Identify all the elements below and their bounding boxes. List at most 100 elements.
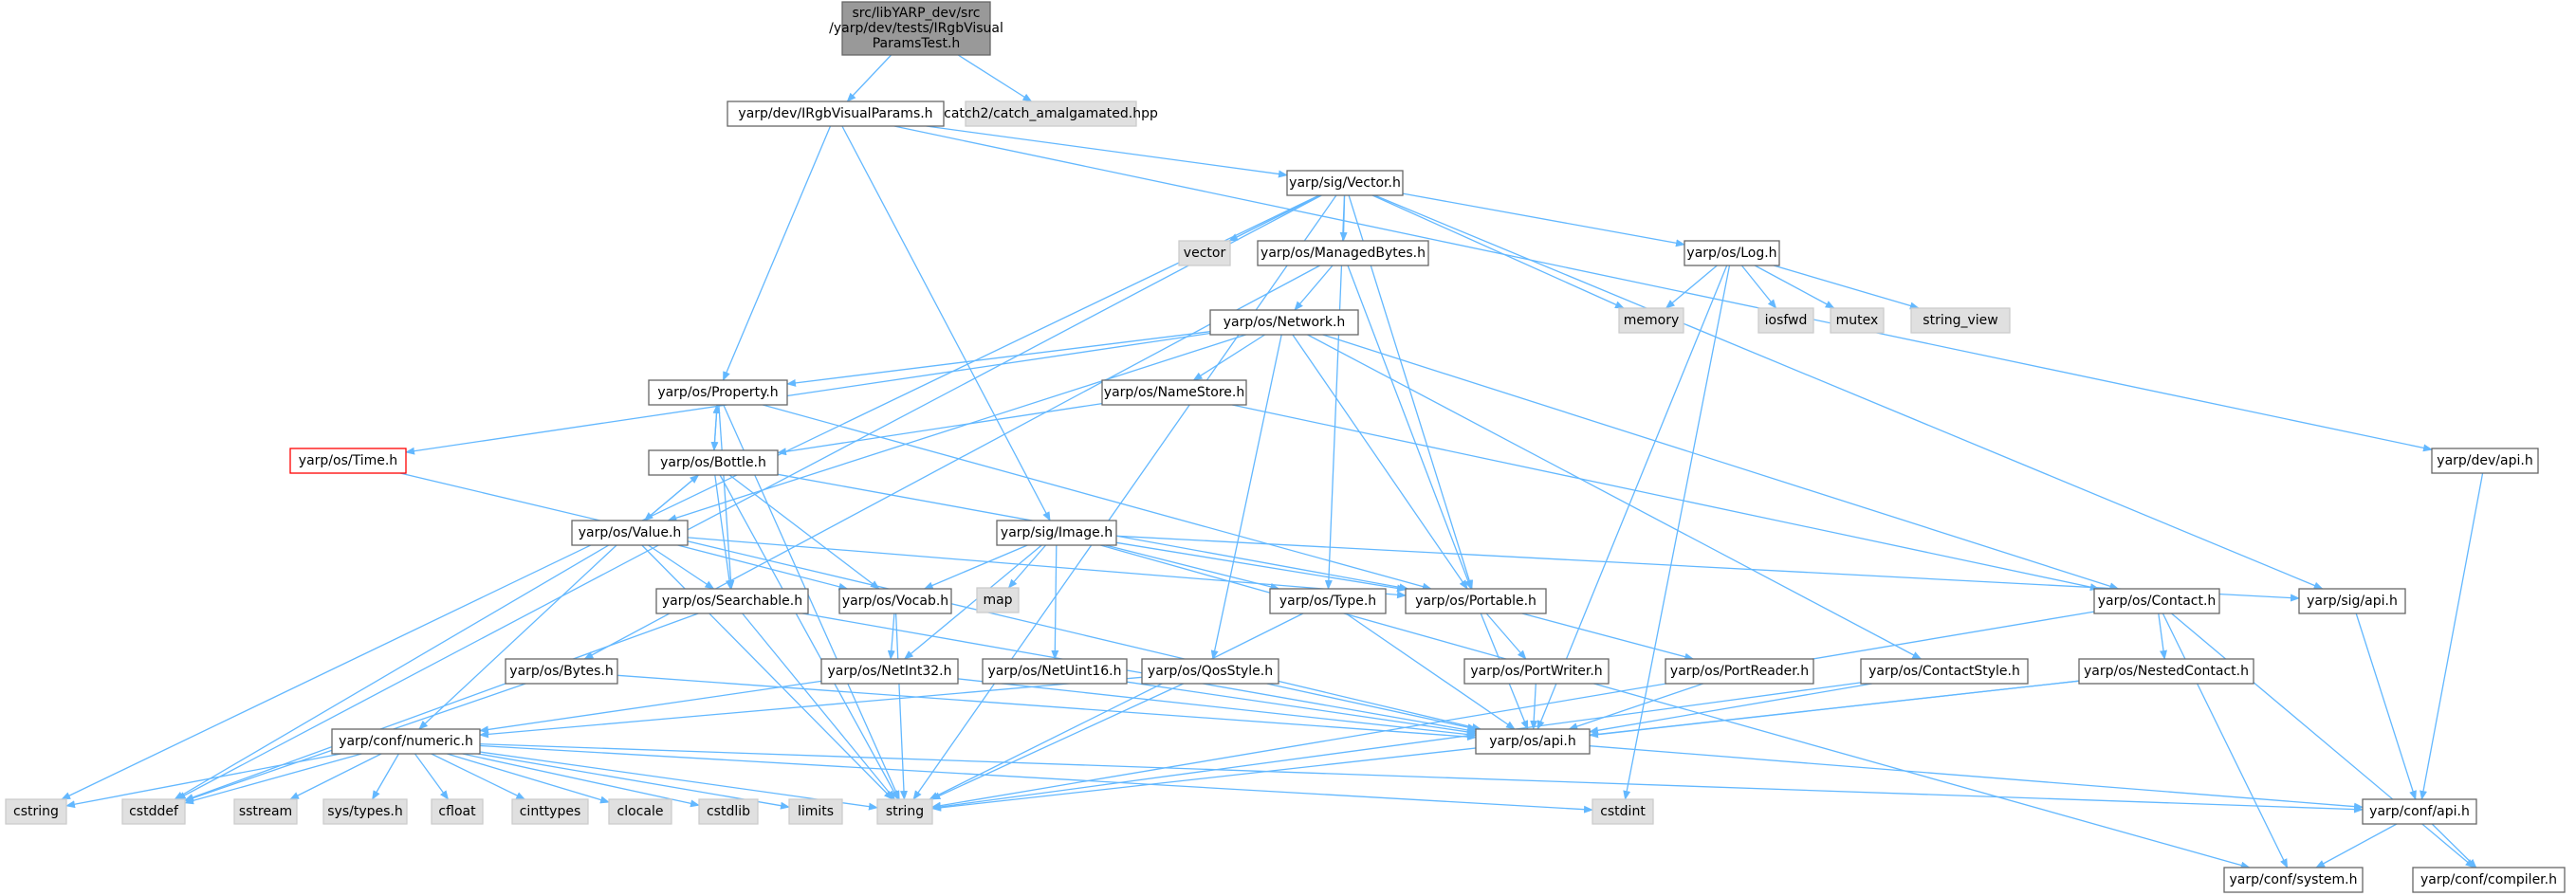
node-box <box>648 379 788 406</box>
edge-network-to-contact <box>1322 334 2120 591</box>
node-label: cstddef <box>129 804 179 819</box>
graph-node-nestedcontact[interactable]: yarp/os/NestedContact.h <box>2078 658 2254 685</box>
edge-vector_h-to-log <box>1402 192 1685 247</box>
node-box <box>1860 658 2029 685</box>
node-box <box>2078 658 2254 685</box>
edge-confapi-to-compiler <box>2431 823 2477 869</box>
graph-node-vector[interactable]: vector <box>1178 240 1231 266</box>
graph-node-portreader[interactable]: yarp/os/PortReader.h <box>1665 658 1814 685</box>
graph-node-clocale[interactable]: clocale <box>608 798 672 825</box>
node-label: yarp/os/Vocab.h <box>842 594 948 609</box>
graph-node-bottle[interactable]: yarp/os/Bottle.h <box>648 449 779 476</box>
graph-node-portable[interactable]: yarp/os/Portable.h <box>1405 588 1547 614</box>
graph-node-cstring[interactable]: cstring <box>5 798 67 825</box>
graph-node-contact[interactable]: yarp/os/Contact.h <box>2093 588 2220 614</box>
edge-irgb-to-image <box>841 125 1051 521</box>
graph-node-portwriter[interactable]: yarp/os/PortWriter.h <box>1463 658 1610 685</box>
graph-node-cfloat[interactable]: cfloat <box>431 798 484 825</box>
graph-node-netuint16[interactable]: yarp/os/NetUint16.h <box>982 658 1128 685</box>
graph-node-log[interactable]: yarp/os/Log.h <box>1684 240 1780 266</box>
edge-namestore-to-bottle <box>777 402 1103 456</box>
graph-node-property[interactable]: yarp/os/Property.h <box>648 379 788 406</box>
graph-node-irgb[interactable]: yarp/dev/IRgbVisualParams.h <box>727 101 945 127</box>
graph-node-time[interactable]: yarp/os/Time.h <box>289 448 407 474</box>
graph-node-contactstyle[interactable]: yarp/os/ContactStyle.h <box>1860 658 2029 685</box>
graph-node-compiler[interactable]: yarp/conf/compiler.h <box>2412 867 2566 893</box>
edge-portable-to-portreader <box>1521 613 1695 661</box>
node-box <box>1209 309 1359 336</box>
graph-node-system[interactable]: yarp/conf/system.h <box>2223 867 2364 893</box>
graph-node-value[interactable]: yarp/os/Value.h <box>571 520 689 546</box>
edge-log-to-cstdint <box>1623 265 1731 800</box>
node-box <box>2362 798 2477 825</box>
graph-node-map[interactable]: map <box>976 587 1020 613</box>
graph-node-cstdlib[interactable]: cstdlib <box>698 798 759 825</box>
node-box <box>5 798 67 825</box>
node-box <box>1178 240 1231 266</box>
node-box <box>1618 307 1684 334</box>
node-box <box>976 587 1020 613</box>
graph-node-image[interactable]: yarp/sig/Image.h <box>996 520 1117 546</box>
node-box <box>841 1 991 56</box>
edge-sigapi-to-confapi <box>2355 613 2417 800</box>
edge-log-to-osapi <box>1536 265 1728 730</box>
edge-vector_h-to-vector <box>1228 194 1321 242</box>
node-label: yarp/os/NetInt32.h <box>827 664 951 679</box>
edge-vector_h-to-string <box>912 194 1337 800</box>
node-label: yarp/os/Time.h <box>299 453 397 468</box>
node-label: sstream <box>239 804 292 819</box>
graph-node-netint32[interactable]: yarp/os/NetInt32.h <box>820 658 959 685</box>
graph-node-cstddef[interactable]: cstddef <box>121 798 186 825</box>
graph-node-bytes[interactable]: yarp/os/Bytes.h <box>505 658 618 685</box>
graph-node-string[interactable]: string <box>876 798 933 825</box>
graph-node-string_view[interactable]: string_view <box>1910 307 2011 334</box>
graph-node-numeric[interactable]: yarp/conf/numeric.h <box>331 728 481 755</box>
edge-netint32-to-numeric <box>479 680 822 734</box>
graph-node-vocab[interactable]: yarp/os/Vocab.h <box>838 588 952 614</box>
node-label: cstring <box>13 804 59 819</box>
graph-node-osapi[interactable]: yarp/os/api.h <box>1475 728 1591 755</box>
node-box <box>838 588 952 614</box>
node-label: yarp/os/Log.h <box>1686 246 1776 261</box>
graph-node-confapi[interactable]: yarp/conf/api.h <box>2362 798 2477 825</box>
edge-network-to-portable <box>1292 334 1468 590</box>
graph-node-network[interactable]: yarp/os/Network.h <box>1209 309 1359 336</box>
graph-node-mutex[interactable]: mutex <box>1830 307 1885 334</box>
graph-node-catch[interactable]: catch2/catch_amalgamated.hpp <box>944 101 1158 127</box>
node-box <box>121 798 186 825</box>
graph-node-iosfwd[interactable]: iosfwd <box>1757 307 1814 334</box>
edge-network-to-property <box>786 331 1211 387</box>
edge-vocab-to-string <box>894 613 908 800</box>
edge-numeric-to-systypes <box>372 753 399 800</box>
graph-node-systypes[interactable]: sys/types.h <box>322 798 408 825</box>
edge-value-to-portable <box>687 537 1407 599</box>
edge-log-to-string_view <box>1773 265 1920 310</box>
node-box <box>1101 379 1247 406</box>
graph-node-managed[interactable]: yarp/os/ManagedBytes.h <box>1257 240 1429 266</box>
node-label: yarp/os/Portable.h <box>1415 594 1536 609</box>
graph-node-searchable[interactable]: yarp/os/Searchable.h <box>655 588 809 614</box>
graph-node-vector_h[interactable]: yarp/sig/Vector.h <box>1286 170 1404 196</box>
edge-vector_h-to-cstring <box>61 194 1320 800</box>
edge-namestore-to-contact <box>1232 404 2100 592</box>
edge-root-to-catch <box>957 54 1033 102</box>
graph-node-root[interactable]: src/libYARP_dev/src/yarp/dev/tests/IRgbV… <box>829 1 1003 56</box>
node-box <box>322 798 408 825</box>
graph-node-type[interactable]: yarp/os/Type.h <box>1269 588 1387 614</box>
edge-contact-to-string <box>931 611 2095 810</box>
edge-numeric-to-clocale <box>447 753 610 804</box>
node-label: yarp/os/QosStyle.h <box>1148 664 1273 679</box>
graph-node-devapi[interactable]: yarp/dev/api.h <box>2431 448 2539 474</box>
graph-node-cstdint[interactable]: cstdint <box>1592 798 1654 825</box>
graph-node-namestore[interactable]: yarp/os/NameStore.h <box>1101 379 1247 406</box>
edge-qosstyle-to-osapi <box>1266 683 1478 731</box>
graph-node-cinttypes[interactable]: cinttypes <box>511 798 589 825</box>
graph-node-memory[interactable]: memory <box>1618 307 1684 334</box>
graph-node-sstream[interactable]: sstream <box>233 798 298 825</box>
graph-node-sigapi[interactable]: yarp/sig/api.h <box>2298 588 2406 614</box>
graph-node-qosstyle[interactable]: yarp/os/QosStyle.h <box>1141 658 1279 685</box>
edge-managed-to-network <box>1294 265 1334 311</box>
node-box <box>331 728 481 755</box>
node-label: yarp/os/PortWriter.h <box>1470 664 1602 679</box>
graph-node-limits[interactable]: limits <box>788 798 843 825</box>
